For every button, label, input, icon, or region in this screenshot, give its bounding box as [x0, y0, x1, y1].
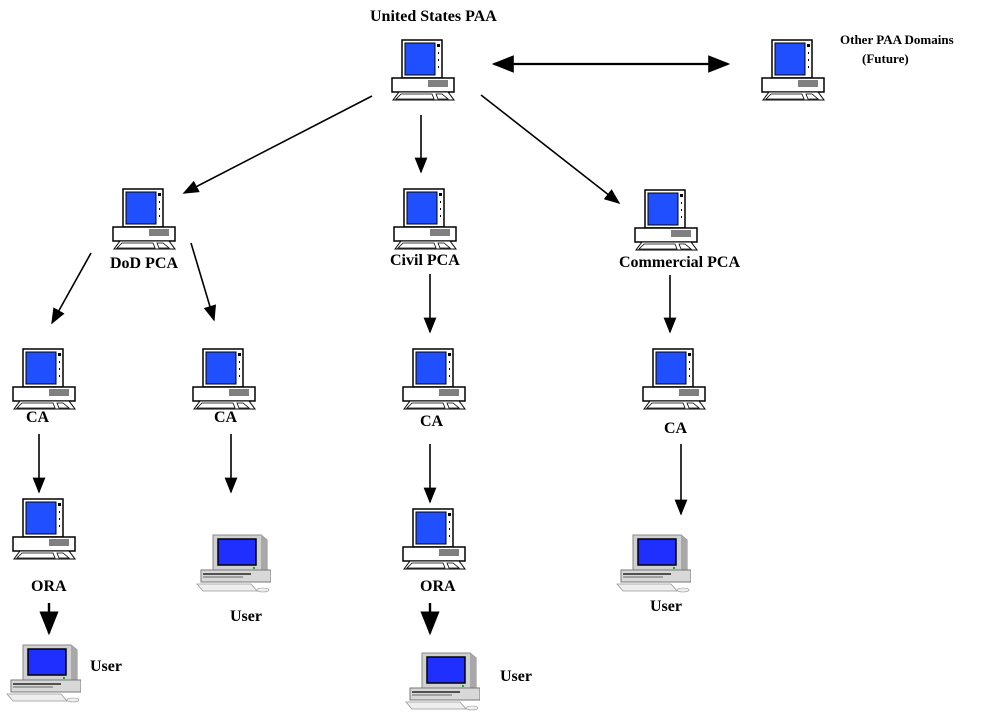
node-ca4	[641, 348, 707, 410]
label-user4: User	[650, 598, 682, 615]
node-dod	[111, 188, 177, 250]
node-user4	[611, 532, 691, 594]
label-comm: Commercial PCA	[619, 254, 740, 271]
workstation-icon	[12, 348, 76, 410]
label-user2: User	[230, 608, 262, 625]
workstation-icon	[402, 508, 466, 570]
node-ca2	[191, 348, 257, 410]
label-ora1: ORA	[31, 578, 67, 595]
edge-dod-ca2	[190, 242, 217, 322]
label-dod: DoD PCA	[110, 255, 178, 272]
label-other: Other PAA Domains	[840, 32, 954, 47]
node-user2	[191, 532, 271, 594]
label-ca4: CA	[664, 420, 688, 437]
workstation-icon	[761, 39, 825, 101]
edge-paa-dod	[182, 95, 373, 194]
label-ca1: CA	[26, 409, 50, 426]
label-user3: User	[500, 668, 532, 685]
label-paa: United States PAA	[370, 8, 497, 25]
workstation-icon	[642, 348, 706, 410]
workstation-icon	[192, 348, 256, 410]
label-user1: User	[90, 658, 122, 675]
workstation-icon	[393, 188, 457, 250]
desktop-pc-icon	[405, 652, 480, 711]
desktop-pc-icon	[616, 534, 691, 593]
sublabel-other: (Future)	[862, 51, 909, 66]
edge-paa-comm	[480, 94, 621, 204]
node-comm	[633, 189, 699, 251]
node-user3	[400, 650, 480, 712]
node-civil	[392, 188, 458, 250]
node-ca3	[401, 348, 467, 410]
workstation-icon	[112, 188, 176, 250]
workstation-icon	[12, 498, 76, 560]
label-ca3: CA	[420, 413, 444, 430]
desktop-pc-icon	[196, 534, 271, 593]
edge-dod-ca1	[51, 252, 92, 325]
node-ora1	[11, 498, 77, 560]
label-civil: Civil PCA	[390, 252, 460, 269]
workstation-icon	[634, 189, 698, 251]
node-other	[760, 39, 826, 101]
node-ora2	[401, 508, 467, 570]
label-ora2: ORA	[420, 578, 456, 595]
desktop-pc-icon	[6, 644, 81, 703]
label-ca2: CA	[214, 409, 238, 426]
workstation-icon	[402, 348, 466, 410]
node-user1	[1, 642, 81, 704]
node-ca1	[11, 348, 77, 410]
workstation-icon	[391, 39, 455, 101]
node-paa	[390, 39, 456, 101]
